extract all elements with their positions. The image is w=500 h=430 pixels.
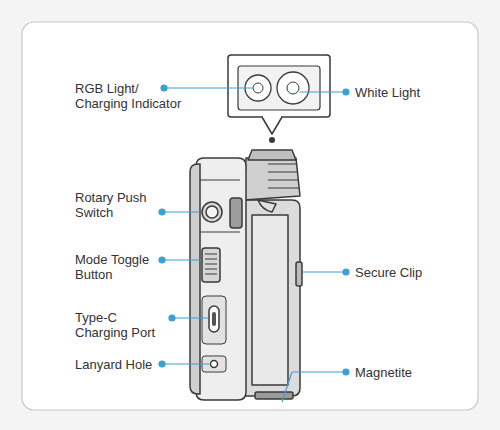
part-label: Type-C Charging Port [75,310,165,340]
leader-lines [159,85,349,402]
part-label: Magnetite [355,365,412,380]
part-label: Lanyard Hole [75,357,152,372]
part-label: RGB Light/ Charging Indicator [75,81,187,111]
panel-frame [22,22,478,410]
device-body [190,150,302,400]
part-label: White Light [355,85,420,100]
part-label: Secure Clip [355,265,422,280]
part-label: Rotary Push Switch [75,190,157,220]
part-label: Mode Toggle Button [75,252,161,282]
light-inset [228,55,330,143]
